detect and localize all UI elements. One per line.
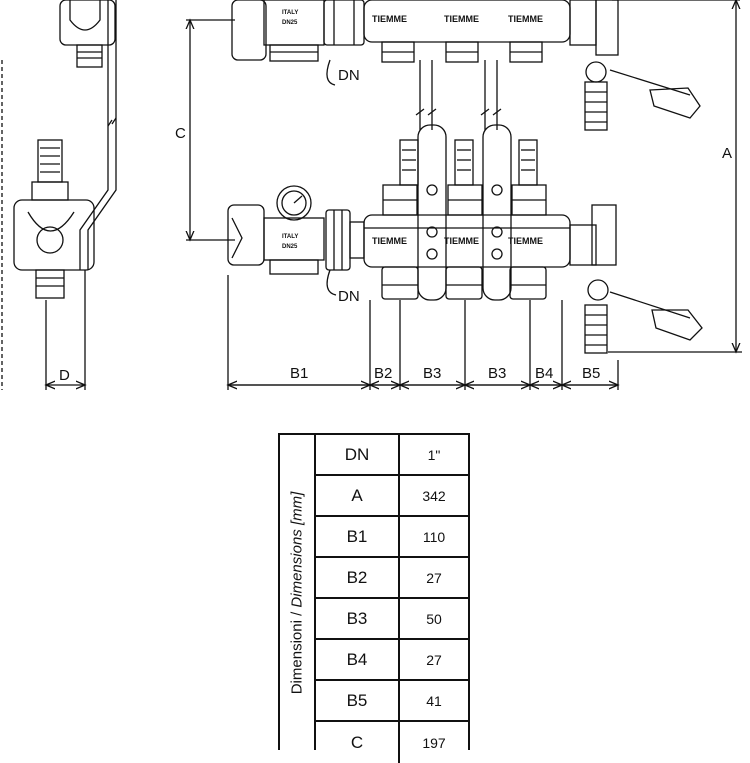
row-key: B4 xyxy=(316,640,400,679)
dimensions-caption: Dimensioni / Dimensions [mm] xyxy=(289,491,306,694)
table-row: B3 50 xyxy=(316,599,468,640)
dim-label-b2: B2 xyxy=(374,365,392,382)
dim-label-dn-upper: DN xyxy=(338,67,360,84)
row-key: B1 xyxy=(316,517,400,556)
dim-label-d: D xyxy=(59,367,70,384)
valve-text: ITALY xyxy=(282,234,298,240)
brand-text: TIEMME xyxy=(372,236,407,246)
dim-label-b5: B5 xyxy=(582,365,600,382)
valve-text: DN25 xyxy=(282,244,298,250)
dim-label-dn-lower: DN xyxy=(338,288,360,305)
dim-label-c: C xyxy=(175,125,186,142)
row-key: A xyxy=(316,476,400,515)
row-key: B5 xyxy=(316,681,400,720)
caption-main: Dimensioni / xyxy=(288,607,306,694)
row-value: 41 xyxy=(426,692,442,709)
dim-label-b1: B1 xyxy=(290,365,308,382)
row-key: DN xyxy=(316,435,400,474)
dimensions-table: Dimensioni / Dimensions [mm] DN 1" A 342 B… xyxy=(278,433,470,763)
row-value: 342 xyxy=(422,487,446,504)
side-view xyxy=(1,0,117,390)
row-value: 197 xyxy=(422,734,446,751)
table-row: B4 27 xyxy=(316,640,468,681)
brand-text: TIEMME xyxy=(444,236,479,246)
row-value: 110 xyxy=(422,528,446,545)
dimensions-side-label: Dimensioni / Dimensions [mm] xyxy=(280,435,316,750)
table-row: A 342 xyxy=(316,476,468,517)
row-value: 27 xyxy=(426,651,442,668)
brand-text: TIEMME xyxy=(508,14,543,24)
brand-text: TIEMME xyxy=(444,14,479,24)
table-row: DN 1" xyxy=(316,435,468,476)
row-value: 27 xyxy=(426,569,442,586)
caption-italic: Dimensions [mm] xyxy=(288,491,306,608)
dim-label-b3: B3 xyxy=(488,365,506,382)
valve-text: ITALY xyxy=(282,10,298,16)
table-row: B1 110 xyxy=(316,517,468,558)
table-row: B2 27 xyxy=(316,558,468,599)
row-key: C xyxy=(316,722,400,763)
manifold-technical-drawing: D xyxy=(1,0,742,390)
row-value: 1" xyxy=(427,446,441,463)
dim-label-a: A xyxy=(722,145,732,162)
dim-label-b4: B4 xyxy=(535,365,553,382)
brand-text: TIEMME xyxy=(508,236,543,246)
row-key: B3 xyxy=(316,599,400,638)
valve-text: DN25 xyxy=(282,20,298,26)
row-key: B2 xyxy=(316,558,400,597)
table-row: C 197 xyxy=(316,722,468,763)
table-row: B5 41 xyxy=(316,681,468,722)
front-view xyxy=(186,0,742,390)
brand-text: TIEMME xyxy=(372,14,407,24)
dim-label-b3: B3 xyxy=(423,365,441,382)
row-value: 50 xyxy=(426,610,442,627)
